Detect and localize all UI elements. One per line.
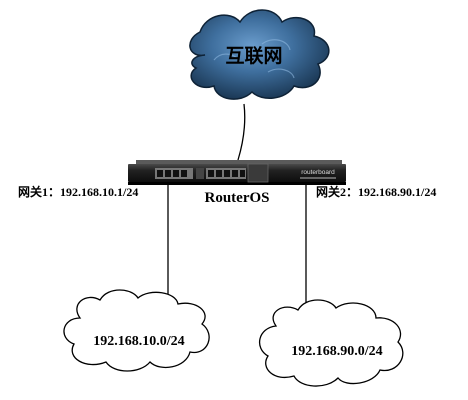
gateway-2-label: 网关2：192.168.90.1/24 <box>316 184 436 199</box>
router-port-block-1 <box>155 168 193 179</box>
lan-1-cloud: 192.168.10.0/24 <box>63 289 210 372</box>
router-display <box>247 163 269 183</box>
internet-uplink-line <box>237 103 246 161</box>
gateway-1-label: 网关1：192.168.10.1/24 <box>18 184 138 199</box>
router-port-block-2 <box>206 168 246 179</box>
lan-2-label: 192.168.90.0/24 <box>291 344 382 359</box>
connection-lines <box>167 103 307 310</box>
router-brand-label: routerboard <box>301 169 335 176</box>
internet-label: 互联网 <box>225 45 282 67</box>
router-name: RouterOS <box>205 190 270 206</box>
lan-1-label: 192.168.10.0/24 <box>93 334 184 349</box>
router-device: routerboard <box>128 160 346 185</box>
lan-2-cloud: 192.168.90.0/24 <box>258 299 404 387</box>
internet-cloud: 互联网 <box>189 9 330 100</box>
